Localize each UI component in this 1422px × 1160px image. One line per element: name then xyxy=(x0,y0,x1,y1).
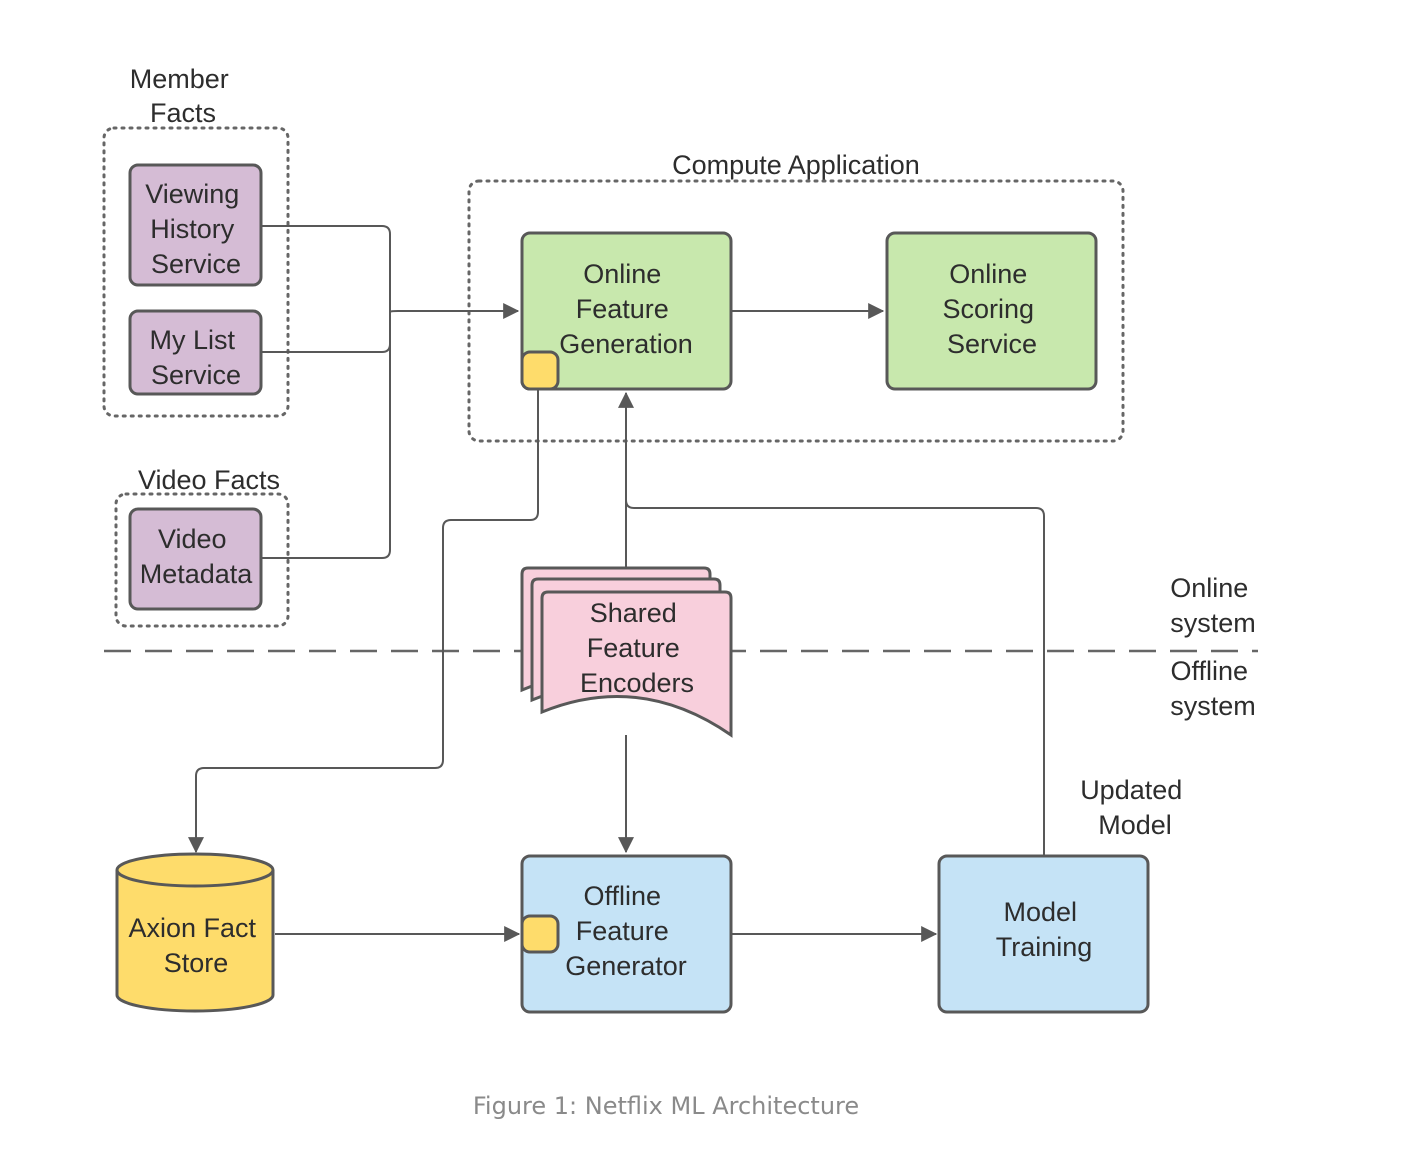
wire-updated-model xyxy=(625,470,1045,855)
compute-application-label: Compute Application xyxy=(672,150,920,180)
axion-fact-store-label: Axion Fact Store xyxy=(128,913,263,978)
online-scoring-service-node xyxy=(885,231,1098,391)
online-system-label: Online system xyxy=(1170,573,1256,638)
video-facts-group xyxy=(114,492,290,628)
model-training-label: Model Training xyxy=(996,897,1093,962)
viewing-history-service-node xyxy=(128,163,263,287)
offline-feature-generator-label: Offline Feature Generator xyxy=(565,881,687,981)
axion-fact-store-node xyxy=(115,852,275,1013)
video-metadata-label: Video Metadata xyxy=(140,524,254,589)
member-facts-group xyxy=(102,126,290,418)
online-feature-generation-port xyxy=(520,350,560,391)
offline-system-label: Offline system xyxy=(1170,656,1256,721)
online-feature-generation-node xyxy=(520,231,733,391)
viewing-history-service-label: Viewing History Service xyxy=(145,179,247,279)
offline-feature-generator-node xyxy=(520,854,733,1014)
video-metadata-node xyxy=(128,507,263,611)
connectors xyxy=(188,225,1045,942)
updated-model-label: Updated Model xyxy=(1080,775,1190,840)
figure-caption: Figure 1: Netflix ML Architecture xyxy=(473,1092,859,1120)
online-scoring-service-label: Online Scoring Service xyxy=(942,259,1041,359)
my-list-service-label: My List Service xyxy=(149,325,242,390)
wire-video-metadata xyxy=(262,312,391,559)
wire-online-to-axion-store xyxy=(188,388,539,854)
wire-my-list xyxy=(262,312,391,353)
video-facts-label: Video Facts xyxy=(138,465,280,495)
member-facts-label: Member Facts xyxy=(130,64,237,128)
offline-feature-generator-port xyxy=(520,914,560,954)
arrow-to-online-feature-generation xyxy=(389,303,520,319)
online-feature-generation-label: Online Feature Generation xyxy=(559,259,693,359)
model-training-node xyxy=(937,854,1150,1014)
my-list-service-node xyxy=(128,309,263,396)
shared-feature-encoders-node xyxy=(520,566,733,738)
wire-viewing-history xyxy=(262,225,391,312)
shared-feature-encoders-label: Shared Feature Encoders xyxy=(580,598,694,698)
